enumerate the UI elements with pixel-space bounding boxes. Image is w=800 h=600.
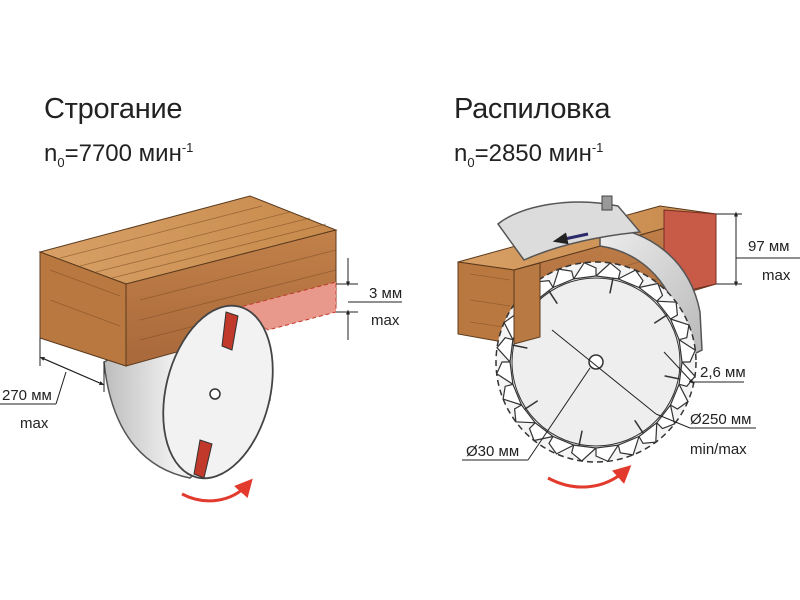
blade-expansion-slot [664, 375, 681, 380]
saw-tooth [502, 383, 523, 406]
kerf-dimension [663, 351, 744, 384]
saw-tooth [571, 444, 598, 462]
planing-speed-value: =7700 мин [64, 140, 182, 167]
planer-knife-top [221, 311, 239, 351]
height-dimension [716, 211, 800, 287]
top-guard [496, 201, 642, 261]
saw-tooth [496, 337, 514, 364]
drum-shaft-hole [209, 388, 221, 400]
saw-tooth [572, 261, 597, 280]
saw-tooth [617, 435, 640, 456]
height-note: max [762, 267, 791, 284]
sawing-speed: n0=2850 мин-1 [454, 140, 603, 170]
blade-expansion-slot [547, 289, 558, 305]
bore-value: Ø30 мм [466, 443, 519, 460]
sawing-title: Распиловка [454, 93, 611, 125]
planer-knife-bottom [193, 439, 213, 479]
sawing-speed-value: =2850 мин [474, 140, 592, 167]
height-value: 97 мм [748, 238, 789, 255]
kerf-value: 2,6 мм [700, 364, 746, 381]
saw-tooth [513, 404, 537, 424]
saw-tooth [594, 262, 621, 280]
saw-tooth [637, 282, 664, 302]
saw-tooth [656, 403, 676, 430]
planing-speed-symbol: n [44, 140, 58, 167]
saw-tooth [655, 300, 679, 320]
planing-speed-subscript: 0 [57, 154, 65, 170]
planing-title: Строгание [44, 93, 183, 125]
saw-tooth [678, 338, 697, 363]
saw-tooth [616, 269, 644, 289]
saw-blade [495, 261, 697, 463]
depth-note: max [371, 312, 400, 329]
planing-illustration [0, 195, 402, 503]
width-value: 270 мм [2, 387, 52, 404]
saw-tooth [552, 268, 575, 289]
depth-value: 3 мм [369, 285, 402, 302]
guard-knob [601, 195, 613, 211]
saw-board-front-edge [513, 262, 541, 345]
saw-tooth [669, 382, 689, 410]
sawing-speed-subscript: 0 [467, 154, 475, 170]
sawing-speed-symbol: n [454, 140, 468, 167]
saw-tooth [528, 422, 555, 442]
saw-tooth [669, 318, 690, 341]
depth-dimension [336, 258, 402, 340]
blade-value: Ø250 мм [690, 411, 752, 428]
blade-expansion-slot [511, 344, 528, 349]
width-note: max [20, 415, 49, 432]
blade-dimension [551, 329, 756, 429]
blade-note: min/max [690, 441, 747, 458]
blade-expansion-slot [523, 400, 539, 411]
saw-tooth [495, 361, 514, 386]
sawing-illustration [457, 195, 800, 489]
saw-tooth [638, 421, 658, 445]
planing-speed-exponent: -1 [181, 140, 194, 155]
blade-expansion-slot [653, 313, 669, 324]
saw-tooth [595, 444, 620, 463]
blade-bore [588, 354, 604, 370]
blade-expansion-slot [578, 430, 583, 447]
planing-rotation-arrow [181, 478, 253, 503]
bore-dimension [462, 367, 591, 461]
width-dimension [0, 338, 105, 405]
sawing-speed-exponent: -1 [591, 140, 604, 155]
guard-direction-arrow [552, 232, 589, 245]
sawing-rotation-arrow [547, 465, 632, 489]
saw-tooth [548, 435, 576, 455]
planing-speed: n0=7700 мин-1 [44, 140, 193, 170]
blade-expansion-slot [634, 419, 645, 435]
blade-expansion-slot [609, 277, 614, 294]
